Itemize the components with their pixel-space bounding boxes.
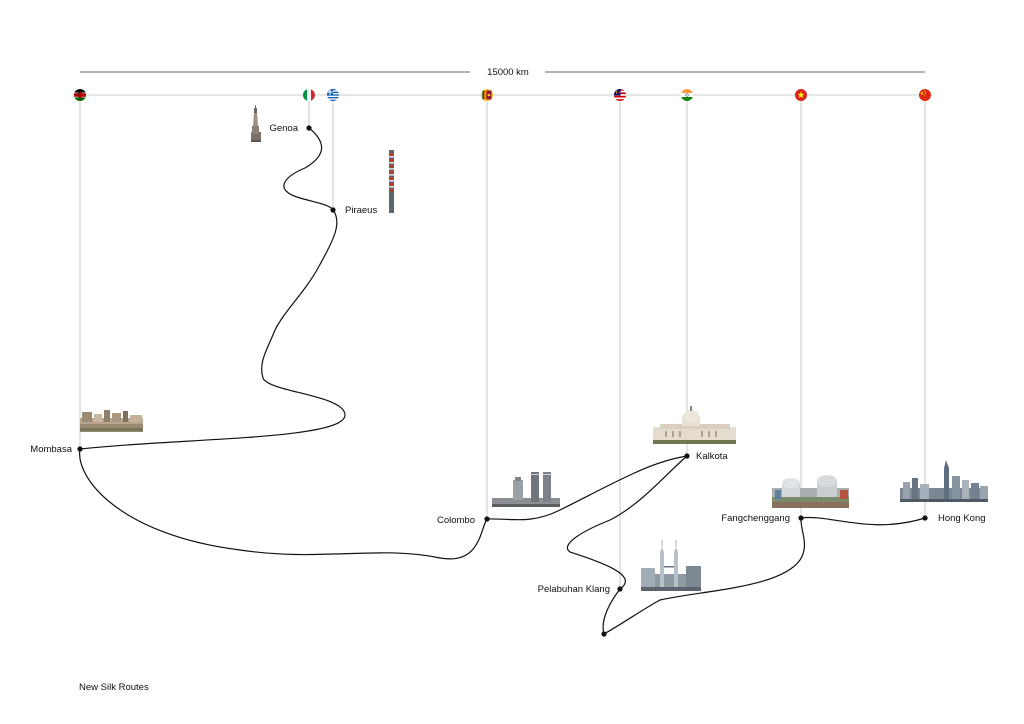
fangchenggang-nuclear-plant-image bbox=[772, 475, 849, 508]
piraeus-chimney-image bbox=[389, 150, 394, 213]
mombasa-skyline-image bbox=[80, 410, 143, 432]
hong-kong-skyline-image bbox=[900, 460, 988, 502]
guide-lines bbox=[79, 95, 926, 589]
port-label-colombo: Colombo bbox=[437, 515, 475, 526]
malaysia-flag-icon bbox=[614, 89, 626, 101]
genoa-lighthouse-image bbox=[251, 105, 261, 142]
vietnam-flag-icon bbox=[795, 89, 807, 101]
port-label-mombasa: Mombasa bbox=[30, 444, 72, 455]
route-end-dot bbox=[601, 631, 607, 637]
kalkota-victoria-memorial-image bbox=[653, 406, 736, 444]
petronas-towers-image bbox=[641, 540, 701, 591]
port-label-kalkota: Kalkota bbox=[696, 451, 728, 462]
port-dots bbox=[77, 125, 928, 637]
footer-title: New Silk Routes bbox=[79, 682, 149, 693]
port-dot-colombo bbox=[484, 516, 490, 522]
port-label-fangchenggang: Fangchenggang bbox=[721, 513, 790, 524]
port-label-pelabuhan-klang: Pelabuhan Klang bbox=[538, 584, 610, 595]
india-flag-icon bbox=[681, 89, 693, 101]
port-label-genoa: Genoa bbox=[269, 123, 298, 134]
port-dot-mombasa bbox=[77, 446, 83, 452]
kenya-flag-icon bbox=[74, 89, 86, 101]
italy-flag-icon bbox=[303, 89, 315, 101]
port-dot-fangchenggang bbox=[798, 515, 804, 521]
port-dot-kalkota bbox=[684, 453, 690, 459]
greece-flag-icon bbox=[327, 89, 339, 101]
scale-bar: 15000 km bbox=[80, 67, 925, 78]
china-flag-icon bbox=[919, 89, 931, 101]
silk-route-line bbox=[79, 127, 926, 635]
port-label-piraeus: Piraeus bbox=[345, 205, 377, 216]
port-dot-hong-kong bbox=[922, 515, 928, 521]
port-dot-piraeus bbox=[330, 207, 336, 213]
port-dot-genoa bbox=[306, 125, 312, 131]
port-label-hong-kong: Hong Kong bbox=[938, 513, 986, 524]
scale-label: 15000 km bbox=[487, 67, 529, 78]
port-dot-pelabuhan-klang bbox=[617, 586, 623, 592]
sri-lanka-flag-icon bbox=[481, 89, 493, 101]
colombo-twin-towers-image bbox=[492, 472, 560, 507]
